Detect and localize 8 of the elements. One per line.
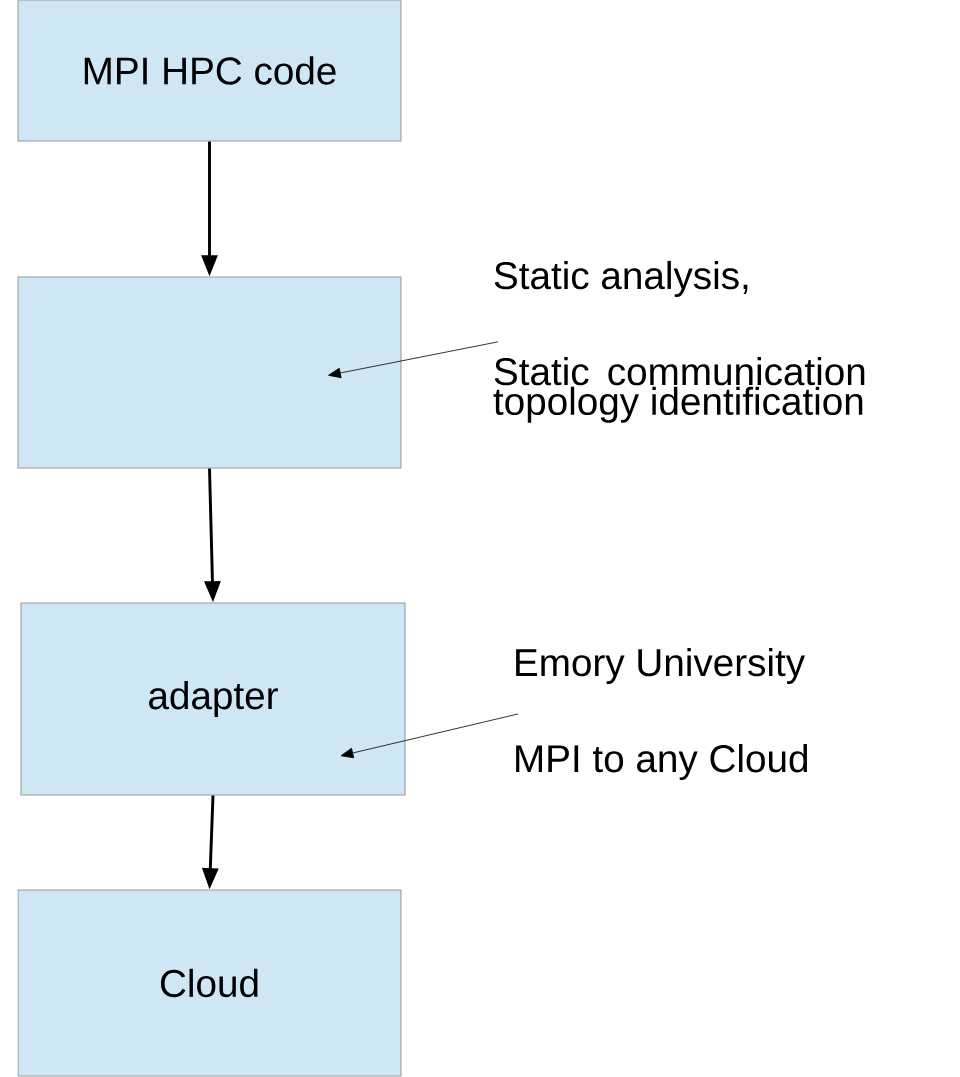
- process-box: Cloud: [17, 889, 402, 1077]
- process-box: [17, 276, 402, 469]
- annotation-text: Static analysis, Static communication topology identification: [493, 260, 865, 423]
- annotation-text: Emory University MPI to any Cloud: [516, 647, 807, 781]
- process-box: adapter: [20, 602, 406, 796]
- process-box: MPI HPC code: [17, 0, 402, 142]
- leader-line: [340, 713, 519, 759]
- leader-line: [328, 341, 499, 379]
